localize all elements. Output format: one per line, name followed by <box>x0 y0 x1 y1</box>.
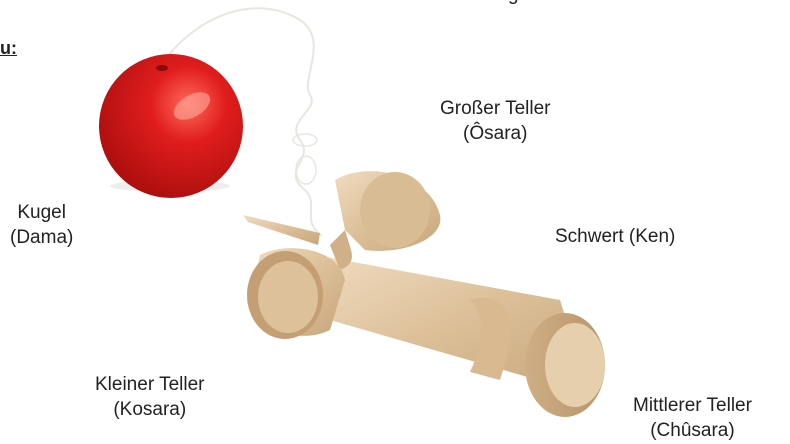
label-ball: Kugel (Dama) <box>10 200 73 250</box>
label-small-cup-line2: (Kosara) <box>95 397 204 422</box>
big-cup-osara <box>330 171 440 270</box>
label-ball-line2: (Dama) <box>10 225 73 250</box>
label-medium-cup-line2: (Chûsara) <box>633 418 752 443</box>
label-big-cup: Großer Teller (Ôsara) <box>440 96 551 146</box>
label-small-cup: Kleiner Teller (Kosara) <box>95 372 204 422</box>
label-spike-line1: Schwert (Ken) <box>555 224 675 249</box>
label-ball-line1: Kugel <box>10 200 73 225</box>
label-small-cup-line1: Kleiner Teller <box>95 372 204 397</box>
medium-cup-chusara <box>525 313 605 417</box>
small-cup-kosara <box>247 248 345 339</box>
kendama-spike <box>243 215 320 245</box>
label-big-cup-line2: (Ôsara) <box>440 121 551 146</box>
label-medium-cup: Mittlerer Teller (Chûsara) <box>633 393 752 443</box>
ball-dama <box>99 54 243 198</box>
label-spike: Schwert (Ken) <box>555 224 675 249</box>
label-medium-cup-line1: Mittlerer Teller <box>633 393 752 418</box>
label-big-cup-line1: Großer Teller <box>440 96 551 121</box>
